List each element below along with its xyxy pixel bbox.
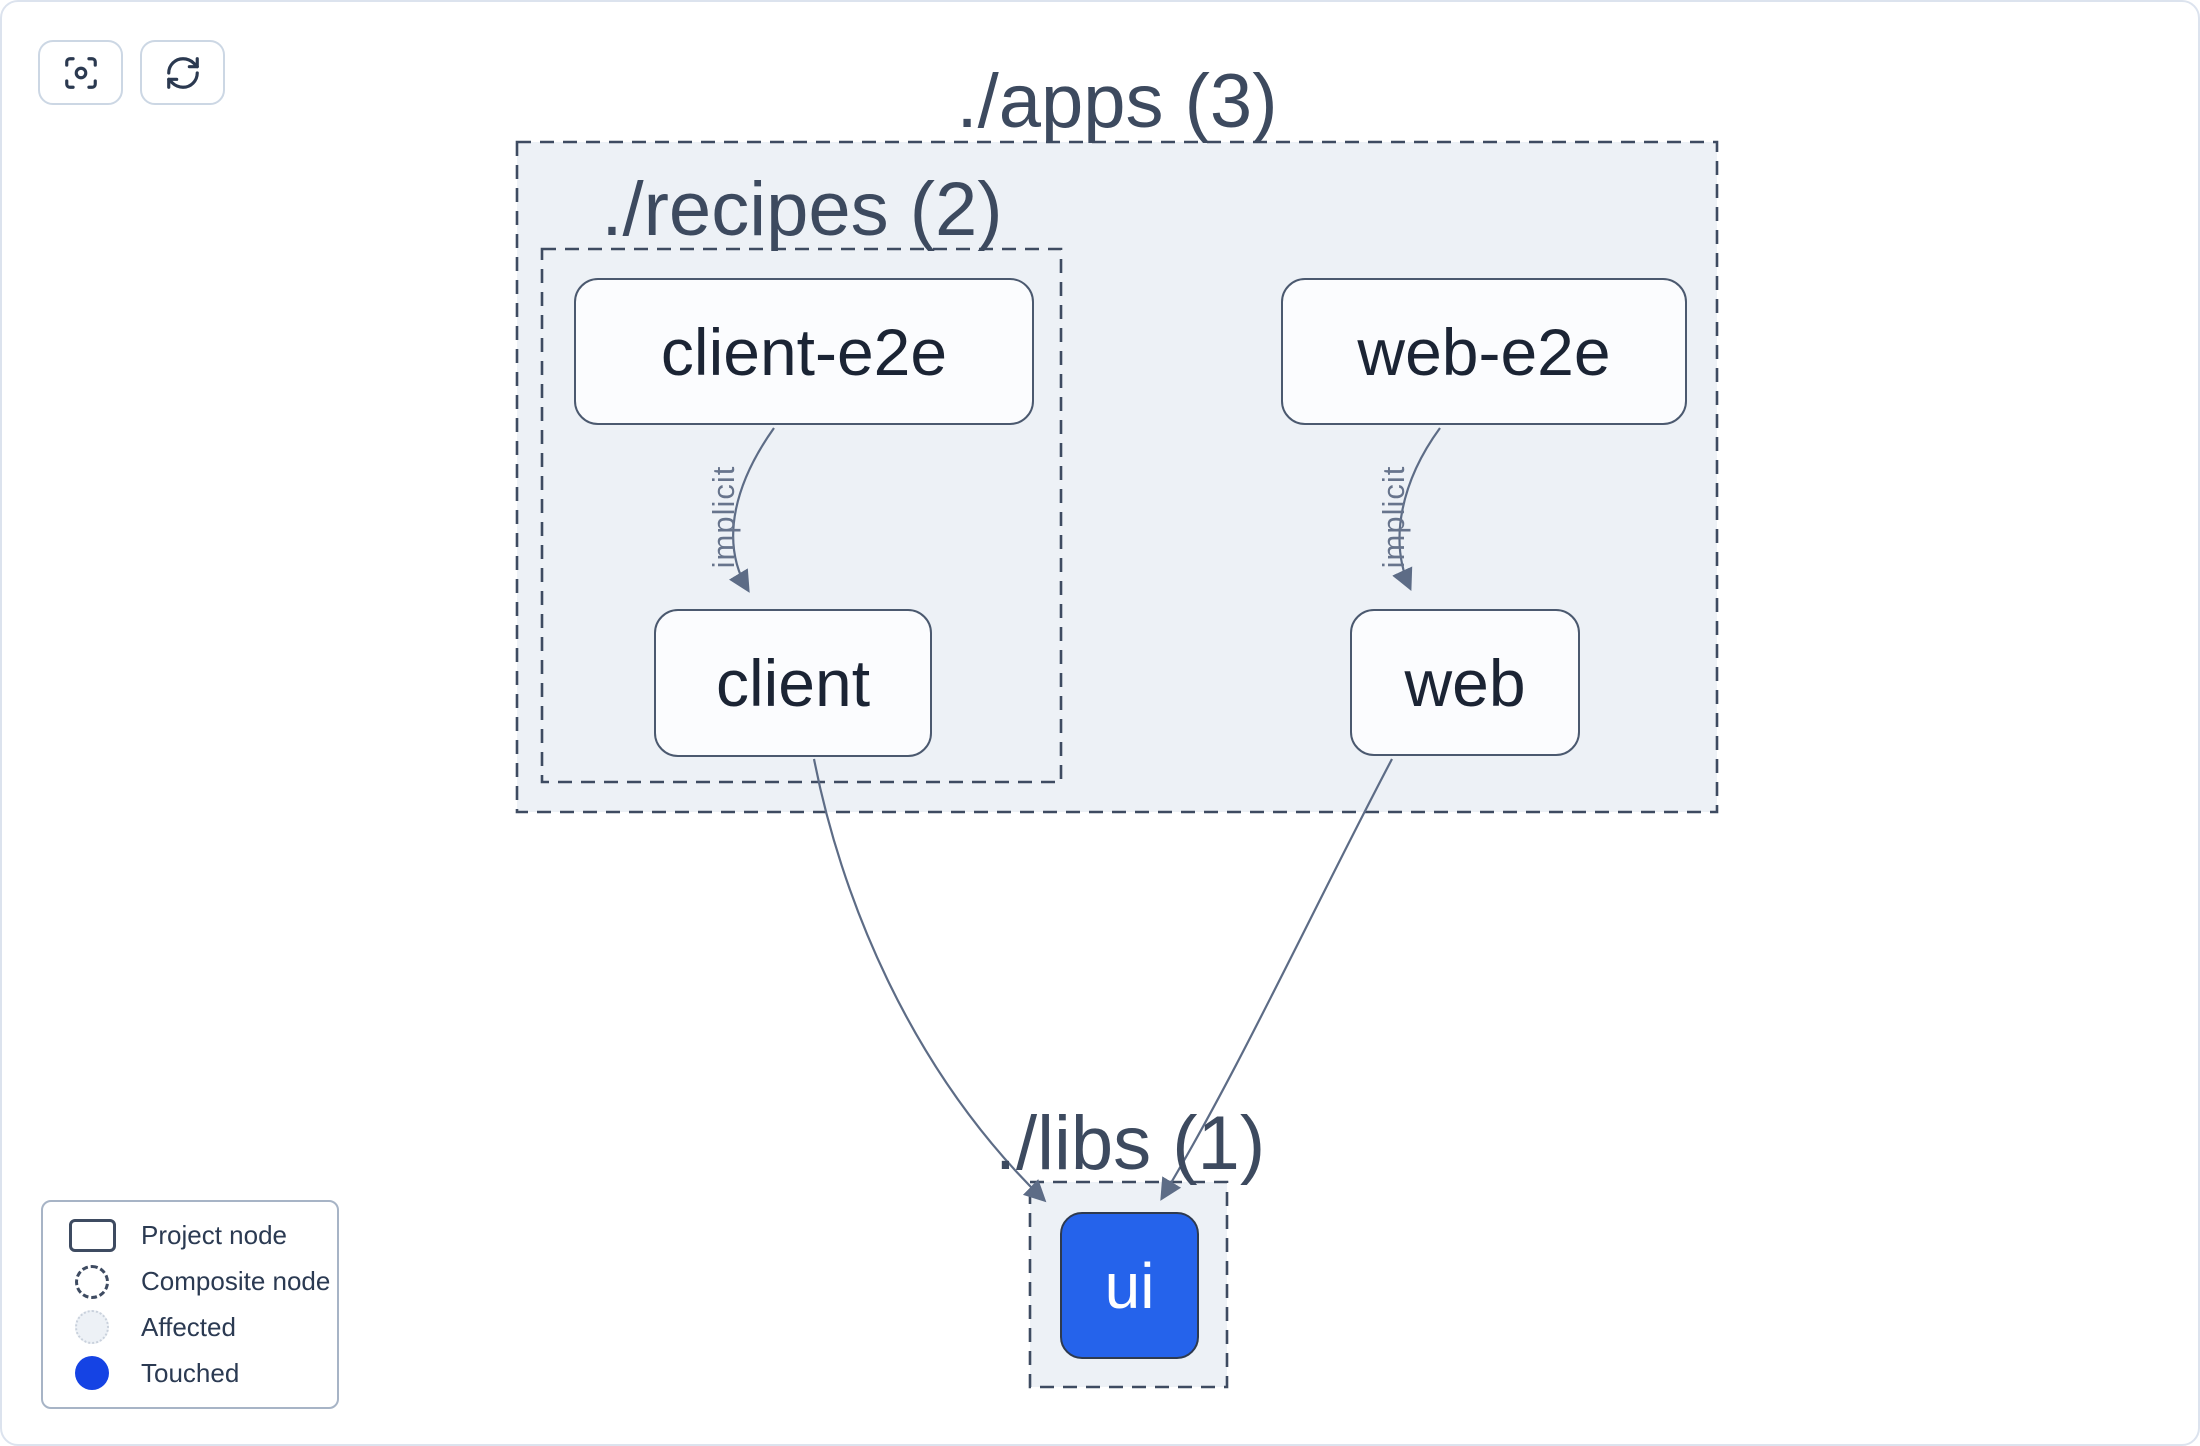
- node-ui[interactable]: ui: [1060, 1212, 1199, 1359]
- node-web-e2e[interactable]: web-e2e: [1281, 278, 1687, 425]
- edge-web-ui[interactable]: [1160, 758, 1393, 1201]
- composite-node-swatch-icon: [75, 1264, 109, 1299]
- legend-label-touched: Touched: [141, 1357, 240, 1388]
- legend-panel: Project node Composite node Affected Tou…: [41, 1200, 339, 1409]
- node-web-e2e-label: web-e2e: [1357, 314, 1611, 389]
- legend-item-affected: Affected: [43, 1305, 337, 1351]
- node-client[interactable]: client: [654, 609, 932, 757]
- refresh-icon: [166, 56, 199, 89]
- composite-label-libs[interactable]: ./libs (1): [994, 1101, 1266, 1186]
- touched-swatch-icon: [75, 1356, 109, 1391]
- project-node-swatch-icon: [68, 1219, 116, 1253]
- node-web-label: web: [1404, 645, 1526, 720]
- node-ui-label: ui: [1104, 1249, 1155, 1322]
- edge-web-e2e-web[interactable]: [1392, 427, 1441, 592]
- refresh-graph-button[interactable]: [140, 40, 225, 105]
- edge-client-e2e-client[interactable]: [728, 427, 775, 593]
- legend-label-project-node: Project node: [141, 1220, 287, 1251]
- legend-item-touched: Touched: [43, 1350, 337, 1396]
- legend-label-composite-node: Composite node: [141, 1266, 331, 1297]
- legend-label-affected: Affected: [141, 1311, 236, 1342]
- focus-icon: [64, 56, 97, 89]
- edge-label-implicit-client: implicit: [706, 465, 741, 569]
- affected-swatch-icon: [75, 1310, 109, 1345]
- node-client-e2e-label: client-e2e: [660, 314, 948, 389]
- node-web[interactable]: web: [1350, 609, 1580, 756]
- legend-item-project-node: Project node: [43, 1213, 337, 1259]
- legend-item-composite-node: Composite node: [43, 1259, 337, 1305]
- composite-label-recipes[interactable]: ./recipes (2): [601, 167, 1003, 252]
- toolbar: [38, 40, 225, 105]
- node-client-label: client: [715, 646, 871, 720]
- node-client-e2e[interactable]: client-e2e: [574, 278, 1034, 425]
- composite-label-apps[interactable]: ./apps (3): [956, 59, 1278, 144]
- center-graph-button[interactable]: [38, 40, 123, 105]
- edge-client-ui[interactable]: [812, 758, 1047, 1203]
- edge-label-implicit-web: implicit: [1376, 465, 1411, 569]
